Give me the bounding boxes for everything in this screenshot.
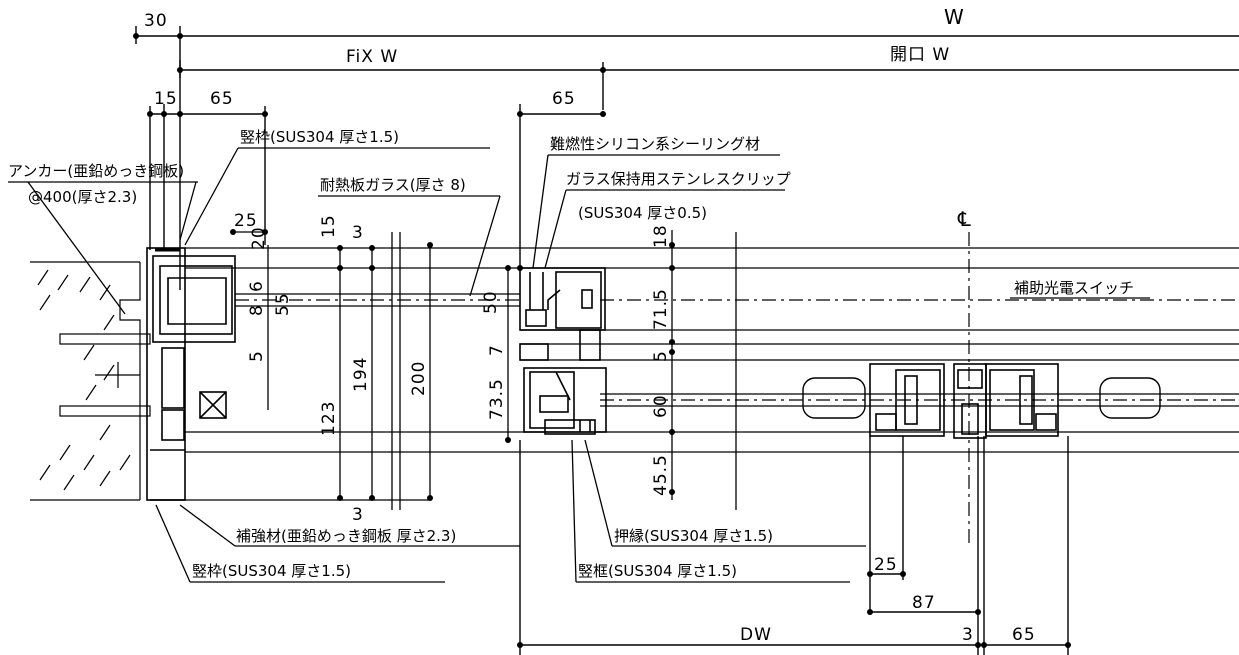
dim-dw: DW	[740, 625, 772, 645]
label-anchor-line1: アンカー(亜鉛めっき鋼板)	[8, 162, 184, 180]
dim-7: 7	[487, 344, 507, 356]
door-glass-rollers	[802, 377, 1161, 419]
dim-73-5: 73.5	[487, 378, 507, 420]
fix-glass-clip	[519, 267, 606, 361]
dim-3-bottom: 3	[962, 625, 974, 645]
door-leaf-left	[523, 367, 607, 435]
concrete-wall	[30, 261, 151, 501]
dim-30: 30	[144, 11, 168, 31]
label-glass-clip-line2: (SUS304 厚さ0.5)	[578, 204, 707, 222]
dim-3-top: 3	[352, 223, 364, 243]
dim-6: 6	[247, 280, 267, 292]
dim-3-lower: 3	[352, 505, 364, 525]
dim-opening-width: 開口 W	[890, 45, 950, 65]
dim-71-5: 71.5	[651, 288, 671, 330]
dim-5: 5	[247, 350, 267, 362]
dim-123: 123	[319, 401, 339, 436]
label-glass-clip-line1: ガラス保持用ステンレスクリップ	[566, 170, 791, 188]
vertical-dimension-lines	[233, 230, 737, 510]
dim-5-b: 5	[651, 350, 671, 362]
section-dots	[230, 229, 675, 501]
dim-25-bottom: 25	[874, 555, 898, 575]
dim-15: 15	[154, 89, 178, 109]
label-fireproof-glass: 耐熱板ガラス(厚さ 8)	[320, 176, 466, 194]
center-mark-symbol: ℄	[957, 207, 971, 231]
label-sealant: 難燃性シリコン系シーリング材	[550, 135, 760, 153]
dim-8: 8	[247, 304, 267, 316]
label-jamb-frame-top: 竪枠(SUS304 厚さ1.5)	[240, 128, 399, 146]
left-jamb-frame	[146, 247, 236, 501]
dim-20: 20	[249, 226, 269, 250]
dim-25-top: 25	[234, 211, 258, 231]
dim-65-mid: 65	[552, 89, 576, 109]
horizontal-rails	[185, 247, 1239, 501]
dim-50: 50	[481, 290, 501, 314]
dim-65-bottom: 65	[1012, 625, 1036, 645]
dim-200: 200	[409, 361, 429, 396]
top-dimension-dots	[133, 33, 606, 117]
dim-65-left: 65	[210, 89, 234, 109]
label-pressing-edge: 押縁(SUS304 厚さ1.5)	[614, 527, 773, 545]
label-jamb-frame-bottom: 竪枠(SUS304 厚さ1.5)	[192, 562, 351, 580]
dim-15-vert: 15	[319, 214, 339, 238]
door-stile-center	[869, 363, 1059, 439]
dim-overall-width: W	[944, 5, 964, 29]
dim-55: 55	[273, 292, 293, 316]
dim-60: 60	[651, 394, 671, 418]
label-reinforcement: 補強材(亜鉛めっき鋼板 厚さ2.3)	[236, 527, 456, 545]
label-stile-frame: 竪框(SUS304 厚さ1.5)	[578, 562, 737, 580]
bottom-dimension-lines	[519, 436, 1069, 655]
label-aux-photo-switch: 補助光電スイッチ	[1014, 279, 1134, 297]
label-anchor-line2: @400(厚さ2.3)	[28, 188, 137, 206]
dim-194: 194	[351, 357, 371, 392]
dim-45-5: 45.5	[651, 454, 671, 496]
dim-fix-width: FiX W	[346, 47, 398, 67]
callout-leaders	[8, 147, 1150, 583]
top-dimension-lines	[135, 26, 1239, 290]
dim-18: 18	[651, 224, 671, 248]
dim-87: 87	[912, 593, 936, 613]
bottom-dimension-dots	[517, 571, 1071, 648]
